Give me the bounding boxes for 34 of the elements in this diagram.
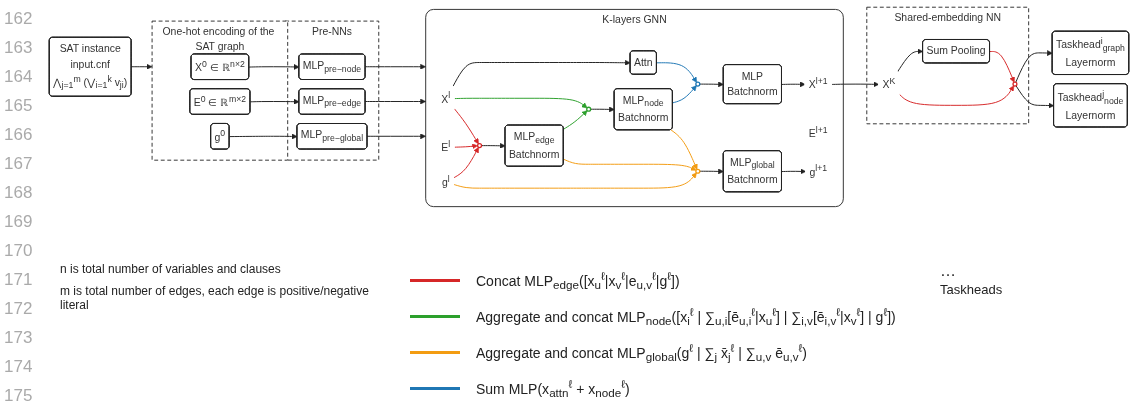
line-number: 167: [4, 153, 34, 175]
line-number: 168: [4, 182, 34, 204]
node-text: E$^{l}$: [441, 139, 451, 154]
node-circle: [476, 143, 483, 149]
line-number: 162: [4, 8, 34, 30]
node-text: X$^{K}$: [882, 76, 896, 91]
legend-text: Aggregate and concat MLP$_{global}$(g$^{ℓ}$ | ∑$_{j}$ x̄$_{j}$$^{ℓ}$ | ∑$_{u,v}$ ē$_{u,v}$$^{ℓ}$): [476, 340, 807, 364]
ellipsis-label: …: [940, 262, 956, 280]
section-label: Taskheads: [940, 282, 1003, 297]
node-text: E$^{l+1}$: [808, 125, 828, 140]
note-text: m is total number of edges, each edge is positive/negative literal: [60, 284, 370, 312]
legend-text: Sum MLP(x$_{attn}$$^{ℓ}$ + x$_{node}$$^{ℓ}$): [476, 376, 630, 400]
line-number: 164: [4, 66, 34, 88]
node-circle: [586, 106, 592, 112]
note-text: n is total number of variables and clauses: [60, 262, 282, 276]
line-number: 166: [4, 124, 34, 146]
line-number: 173: [4, 327, 34, 349]
line-number: 172: [4, 298, 34, 320]
line-number: 170: [4, 240, 34, 262]
line-number: 169: [4, 211, 34, 233]
line-number: 165: [4, 95, 34, 117]
node-text: X$^{l}$: [441, 90, 451, 105]
node-text: X$^{l+1}$: [808, 76, 828, 91]
node-text: g$^{l}$: [441, 174, 450, 188]
line-number: 174: [4, 356, 34, 378]
legend-text: Aggregate and concat MLP$_{node}$([x$_{i}$$^{ℓ}$ | ∑$_{u,i}$[ē$_{u,i}$$^{ℓ}$|x$_{u}$$^{ℓ}$] | ∑$_{i,v}$[ē$_{i,v}$$^{ℓ}$|x$_{v}$$^{ℓ}$] | g$^{ℓ}$]): [476, 304, 896, 328]
line-number: 163: [4, 37, 34, 59]
line-number: 171: [4, 269, 34, 291]
legend-text: Concat MLP$_{edge}$([x$_{u}$$^{ℓ}$|x$_{v}$$^{ℓ}$|e$_{u,v}$$^{ℓ}$|g$^{ℓ}$]): [476, 268, 680, 292]
node-circle: [1012, 81, 1018, 87]
node-circle: [695, 168, 701, 174]
line-number: 175: [4, 385, 34, 407]
node-text: g$^{l+1}$: [809, 163, 828, 178]
node-circle: [695, 81, 701, 87]
